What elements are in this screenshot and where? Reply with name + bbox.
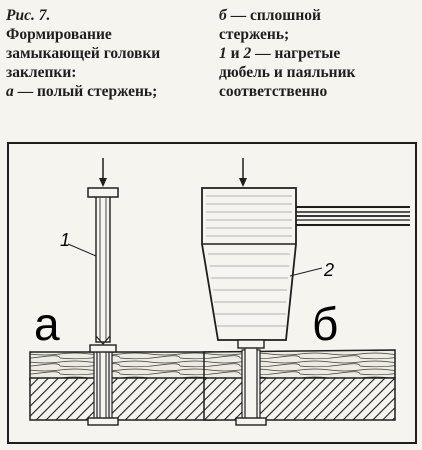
soldering-iron-2 xyxy=(201,187,297,341)
panel-letter-a: а xyxy=(34,298,60,350)
label-2: 2 xyxy=(323,260,334,280)
caption-item-12-text: — нагретые xyxy=(251,45,341,62)
leader-2 xyxy=(289,267,323,277)
leader-1 xyxy=(67,243,97,257)
caption-right-column: б — сплошной стержень; 1 и 2 — нагретые … xyxy=(219,6,419,101)
caption-item-12: 1 и 2 — нагретые xyxy=(219,44,419,63)
caption-item-12-line-2: дюбель и паяльник xyxy=(219,64,356,81)
caption-line-2: замыкающей головки xyxy=(6,45,161,62)
panel-b: 2 б xyxy=(201,158,410,426)
rivet-shank-a xyxy=(96,345,110,421)
caption-item-b-key: б xyxy=(219,7,227,24)
caption-item-b: б — сплошной xyxy=(219,6,419,25)
figure-frame xyxy=(7,142,417,444)
rivet-head-bottom-b xyxy=(235,417,267,426)
caption-and: и xyxy=(226,45,244,62)
caption-item-b-text: — сплошной xyxy=(226,7,321,24)
panel-letter-b: б xyxy=(312,298,338,350)
arrow-b-head xyxy=(239,178,247,187)
solid-rod-b xyxy=(244,345,258,421)
caption-line-3: заклепки: xyxy=(6,64,77,81)
heated-dowel-1 xyxy=(95,195,111,343)
iron-shading xyxy=(206,195,292,327)
caption-item-12-line-3: соответственно xyxy=(219,83,328,100)
hatched-base-b xyxy=(203,377,396,421)
caption-item-a: а — полый стержень; xyxy=(6,82,214,101)
figure-number: Рис. 7. xyxy=(6,7,51,24)
caption-item-a-key: а xyxy=(6,83,14,100)
caption-item-b-line-2: стержень; xyxy=(219,26,290,43)
caption-left-column: Рис. 7. Формирование замыкающей головки … xyxy=(6,6,214,101)
caption-item-a-text: — полый стержень; xyxy=(13,83,158,100)
caption-key-1: 1 xyxy=(219,45,227,62)
arrow-a-head xyxy=(99,178,107,187)
dowel-cap xyxy=(87,187,119,198)
hatched-base-a xyxy=(29,377,215,421)
wood-plank-b xyxy=(203,349,396,381)
panel-a: 1 а xyxy=(29,158,215,426)
wood-plank-a xyxy=(29,351,213,381)
rivet-head-bottom-a xyxy=(87,417,119,426)
caption-key-2: 2 xyxy=(243,45,252,62)
washer-a xyxy=(89,344,117,353)
label-1: 1 xyxy=(60,230,70,250)
forming-head-b xyxy=(237,339,265,349)
caption-line-1: Формирование xyxy=(6,26,112,43)
